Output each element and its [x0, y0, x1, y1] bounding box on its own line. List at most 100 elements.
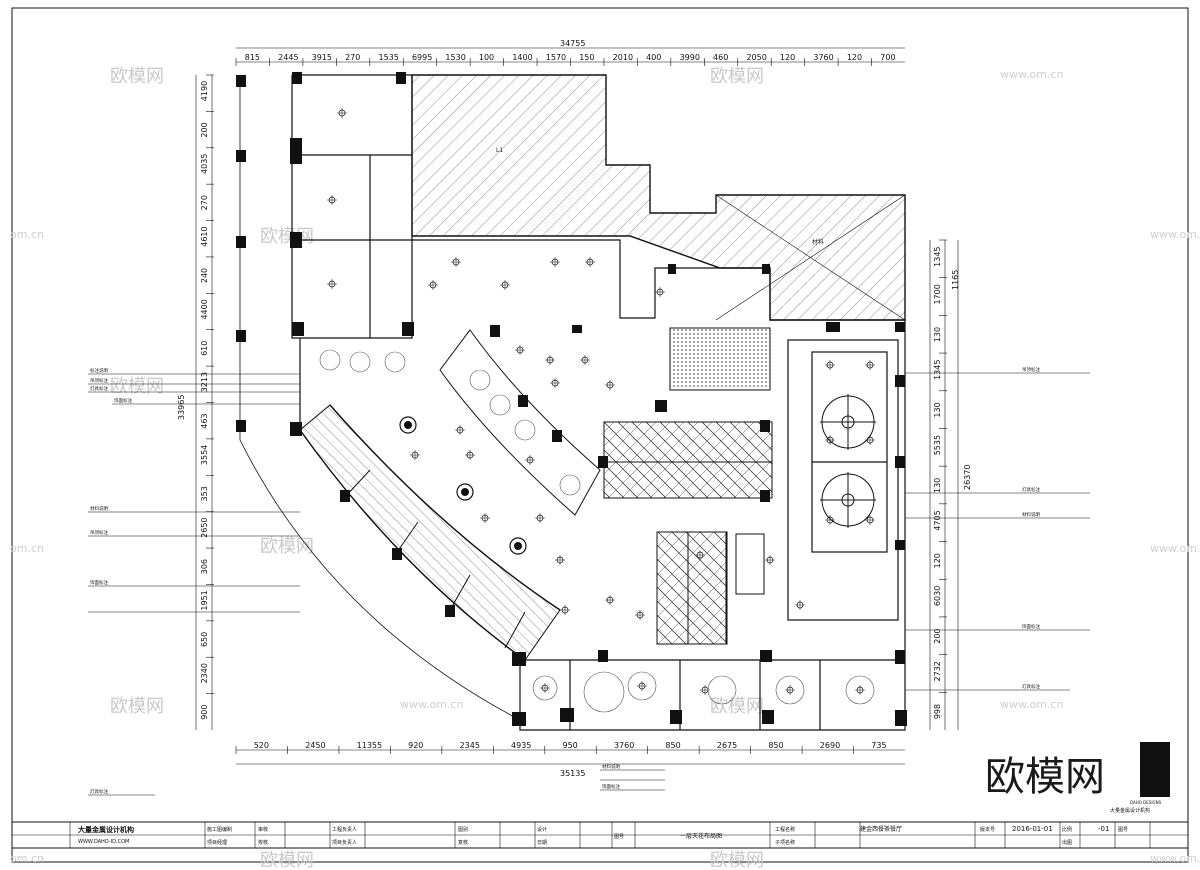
- watermark-url: om.cn: [10, 228, 44, 241]
- leader-label: 灯具标注: [1022, 683, 1040, 690]
- dimension-label: 1951: [200, 590, 209, 610]
- title-block-cell: 项目负责人: [332, 839, 357, 846]
- title-block-cell: 设计: [537, 826, 547, 833]
- brand-mark: 欧模网 大量金属设计机构 DAHO DESIGNS: [985, 742, 1170, 814]
- leader-label: 吊顶标注: [90, 377, 108, 384]
- dimension-label: 2690: [820, 741, 840, 750]
- dimension-label: 1400: [512, 53, 532, 62]
- dimension-label: 4705: [933, 510, 942, 530]
- dimension-label: 1570: [546, 53, 566, 62]
- dimension-label: 130: [933, 327, 942, 342]
- overall-width-bottom: 35135: [560, 769, 585, 778]
- watermark-logo: 欧模网: [710, 696, 764, 717]
- dimension-label: 4035: [200, 154, 209, 174]
- dimension-label: 306: [200, 559, 209, 574]
- watermark-logo: 欧模网: [260, 536, 314, 557]
- title-block-cell: 校核: [258, 839, 268, 846]
- dimension-label: 2050: [746, 53, 766, 62]
- dimension-label: 130: [933, 402, 942, 417]
- dimension-label: 2675: [717, 741, 737, 750]
- hatched-void-areas: L1 材料: [411, 74, 906, 321]
- dimension-label: 950: [563, 741, 578, 750]
- leader-label: 饰面标注: [1022, 623, 1040, 630]
- dimension-label: 1345: [933, 360, 942, 380]
- dimension-label: 150: [579, 53, 594, 62]
- dimension-label: 2450: [305, 741, 325, 750]
- title-block-cell: 子项名称: [775, 839, 795, 846]
- dimension-label: 3213: [200, 372, 209, 392]
- watermark-logo: 欧模网: [110, 66, 164, 87]
- dimension-label: 6995: [412, 53, 432, 62]
- dimension-label: 700: [880, 53, 895, 62]
- leader-label: 灯具标注: [90, 385, 108, 392]
- watermark-url: www.om.cn: [1150, 852, 1200, 865]
- dimension-label: 815: [245, 53, 260, 62]
- dimension-label: 3915: [312, 53, 332, 62]
- title-block-cell: 工程负责人: [332, 826, 357, 833]
- dimension-label: 1535: [379, 53, 399, 62]
- right-outer-dim: 1165: [951, 270, 960, 290]
- dimension-label: 270: [345, 53, 360, 62]
- annotation-labels: 标注说明 吊顶标注 灯具标注 饰面标注 材料说明 吊顶标注 饰面标注 吊顶标注 …: [90, 366, 1040, 795]
- decorative-ceiling-motifs: [319, 349, 875, 713]
- watermark-logo: 欧模网: [110, 696, 164, 717]
- dimension-label: 3554: [200, 445, 209, 465]
- dimension-label: 2010: [613, 53, 633, 62]
- dimension-label: 850: [665, 741, 680, 750]
- dimension-label: 240: [200, 268, 209, 283]
- leader-label: 灯具标注: [90, 788, 108, 795]
- round-pillars: [399, 416, 527, 555]
- dimension-label: 120: [780, 53, 795, 62]
- title-block-cell: 出图: [1062, 839, 1072, 846]
- brand-firm-sub: DAHO DESIGNS: [1130, 800, 1162, 805]
- dimension-label: 120: [933, 553, 942, 568]
- title-block-date: 2016-01-01: [1012, 825, 1053, 833]
- dimension-label: 1345: [933, 246, 942, 266]
- title-block-cell: 日期: [537, 840, 547, 846]
- leader-label: 灯具标注: [1022, 486, 1040, 493]
- watermark-url: www.om.cn: [1000, 698, 1063, 711]
- dimension-label: 920: [408, 741, 423, 750]
- leader-label: 饰面标注: [602, 783, 620, 790]
- leader-label: 吊顶标注: [90, 529, 108, 536]
- watermark-logo: 欧模网: [110, 376, 164, 397]
- title-block-project: 建金西餐茶餐厅: [860, 825, 902, 833]
- dimension-label: 200: [200, 122, 209, 137]
- dimension-label: 2445: [278, 53, 298, 62]
- brand-seal-icon: [1140, 742, 1170, 797]
- dimension-label: 900: [200, 705, 209, 720]
- dimension-label: 3760: [614, 741, 634, 750]
- dimension-label: 2345: [460, 741, 480, 750]
- watermark-url: www.om.cn: [1150, 228, 1200, 241]
- dimension-label: 520: [254, 741, 269, 750]
- dimension-label: 6030: [933, 586, 942, 606]
- watermark-logo: 欧模网: [710, 850, 764, 870]
- dimension-label: 400: [646, 53, 661, 62]
- title-block: 大量金属设计机构 WWW.DAHO-ID.COM 一层天花布局图 建金西餐茶餐厅…: [11, 821, 1189, 849]
- dimension-label: 3760: [813, 53, 833, 62]
- dimension-label: 460: [713, 53, 728, 62]
- leader-label: 吊顶标注: [1022, 366, 1040, 373]
- dimension-right: 26370 1165 13451700130134513055351304705…: [929, 239, 972, 730]
- watermark-url: www.om.cn: [400, 698, 463, 711]
- dimension-label: 4400: [200, 299, 209, 319]
- leader-label: 材料说明: [1022, 511, 1040, 518]
- dimension-label: 120: [847, 53, 862, 62]
- title-block-drawing-title: 一层天花布局图: [680, 832, 722, 840]
- dimension-label: 1530: [445, 53, 465, 62]
- overall-width-top: 34755: [560, 39, 585, 48]
- title-block-cell: 图号: [1118, 827, 1128, 833]
- dimension-label: 2732: [933, 661, 942, 681]
- curved-canopy: [299, 404, 561, 661]
- leader-label: 材料说明: [90, 505, 108, 512]
- brand-big-logo: 欧模网: [985, 754, 1105, 800]
- title-block-sheet-no: -01: [1098, 825, 1109, 833]
- dimension-label: 270: [200, 195, 209, 210]
- watermark-url: om.cn: [10, 542, 44, 555]
- dimension-label: 735: [871, 741, 886, 750]
- title-block-cell: 施工图编制: [207, 826, 232, 833]
- title-block-cell: 审核: [258, 826, 268, 833]
- title-block-cell: 比例: [1062, 826, 1072, 833]
- lounge-fixtures: [820, 394, 876, 528]
